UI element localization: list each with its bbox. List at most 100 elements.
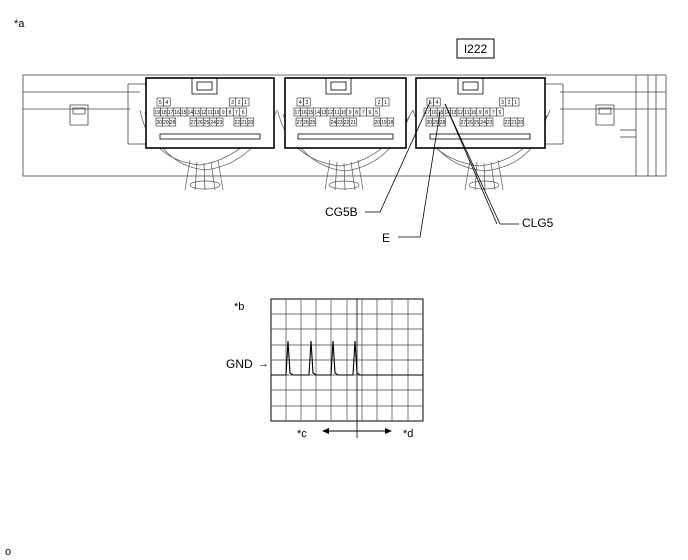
pin-number: 7 — [492, 110, 495, 116]
pin-number: 22 — [505, 120, 511, 126]
pin-cell — [386, 117, 395, 127]
pin-number: 24 — [480, 120, 486, 126]
pin-number: 7 — [362, 110, 365, 116]
pin-cell — [372, 107, 381, 117]
pin-number: 9 — [222, 110, 225, 116]
pin-number: 13 — [321, 110, 327, 116]
pin-number: 17 — [295, 110, 301, 116]
pin-number: 11 — [207, 110, 212, 116]
pin-number: 4 — [436, 100, 439, 106]
pin-number: 17 — [168, 110, 174, 116]
scope-waveform — [271, 340, 423, 376]
pin-number: 9 — [349, 110, 352, 116]
pin-number: 16 — [431, 110, 437, 116]
pin-number: 25 — [310, 120, 316, 126]
pin-number: 27 — [191, 120, 197, 126]
pin-number: 11 — [464, 110, 469, 116]
pin-number: 25 — [204, 120, 210, 126]
pin-number: 13 — [194, 110, 200, 116]
pin-number: 14 — [444, 110, 450, 116]
time-span-arrow-icon — [322, 428, 392, 434]
pin-cell — [438, 117, 447, 127]
pin-cell — [486, 117, 494, 127]
pin-number: 13 — [451, 110, 457, 116]
pin-number: 16 — [301, 110, 307, 116]
pin-number: 12 — [201, 110, 207, 116]
gnd-arrow-icon: → — [258, 358, 269, 370]
label-c: *c — [297, 428, 307, 440]
pin-number: 26 — [467, 120, 473, 126]
pin-number: 8 — [229, 110, 232, 116]
pin-number: 1 — [244, 100, 247, 106]
pin-number: 12 — [458, 110, 464, 116]
pin-number: 8 — [485, 110, 488, 116]
pin-cell — [239, 107, 247, 117]
pin-number: 5 — [429, 100, 432, 106]
connector-id: I222 — [464, 42, 488, 56]
pin-number: 4 — [166, 100, 169, 106]
pin-number: 15 — [438, 110, 444, 116]
pin-number: 30 — [427, 120, 433, 126]
pin-number: 6 — [499, 110, 502, 116]
pin-number: 20 — [248, 120, 254, 126]
pin-number: 18 — [161, 110, 167, 116]
pin-number: 28 — [170, 120, 176, 126]
label-b: *b — [234, 301, 244, 313]
scope-grid — [270, 298, 424, 438]
pin-cell — [349, 117, 357, 127]
pin-number: 22 — [344, 120, 350, 126]
pin-number: 22 — [235, 120, 241, 126]
pin-number: 21 — [241, 120, 247, 126]
pin-number: 28 — [440, 120, 446, 126]
label-clg5: CLG5 — [522, 216, 554, 230]
corner-mark: o — [5, 546, 11, 558]
pin-number: 1 — [384, 100, 387, 106]
pin-number: 23 — [487, 120, 493, 126]
pin-number: 24 — [210, 120, 216, 126]
pin-number: 9 — [479, 110, 482, 116]
pin-number: 19 — [155, 110, 161, 116]
pin-cell — [242, 97, 250, 107]
pin-number: 6 — [369, 110, 372, 116]
label-cg5b: CG5B — [325, 205, 358, 219]
pin-number: 3 — [501, 100, 504, 106]
pin-number: 10 — [341, 110, 347, 116]
pin-number: 23 — [217, 120, 223, 126]
pin-number: 6 — [242, 110, 245, 116]
pin-cell — [216, 117, 224, 127]
pin-cell — [303, 97, 311, 107]
pin-cell — [308, 117, 317, 127]
pin-number: 20 — [375, 120, 381, 126]
pin-number: 1 — [514, 100, 517, 106]
pin-number: 17 — [425, 110, 431, 116]
pin-number: 5 — [159, 100, 162, 106]
pin-number: 3 — [231, 100, 234, 106]
pin-cell — [516, 117, 525, 127]
pin-number: 15 — [181, 110, 187, 116]
pin-number: 4 — [299, 100, 302, 106]
pin-number: 21 — [511, 120, 517, 126]
pin-cell — [496, 107, 504, 117]
pin-number: 2 — [508, 100, 511, 106]
pin-number: 29 — [163, 120, 169, 126]
pin-number: 7 — [235, 110, 238, 116]
label-a: *a — [14, 18, 25, 30]
callout-lines — [365, 101, 519, 238]
pin-number: 26 — [197, 120, 203, 126]
pin-number: 27 — [297, 120, 303, 126]
label-e: E — [382, 231, 390, 245]
label-d: *d — [403, 428, 413, 440]
pin-number: 30 — [157, 120, 163, 126]
pin-number: 12 — [328, 110, 334, 116]
pin-number: 10 — [214, 110, 220, 116]
pin-number: 11 — [334, 110, 339, 116]
pin-number: 2 — [378, 100, 381, 106]
pin-cell — [163, 97, 171, 107]
pin-cell — [168, 117, 177, 127]
pin-number: 27 — [461, 120, 467, 126]
pin-cell — [246, 117, 255, 127]
pin-number: 19 — [381, 120, 387, 126]
